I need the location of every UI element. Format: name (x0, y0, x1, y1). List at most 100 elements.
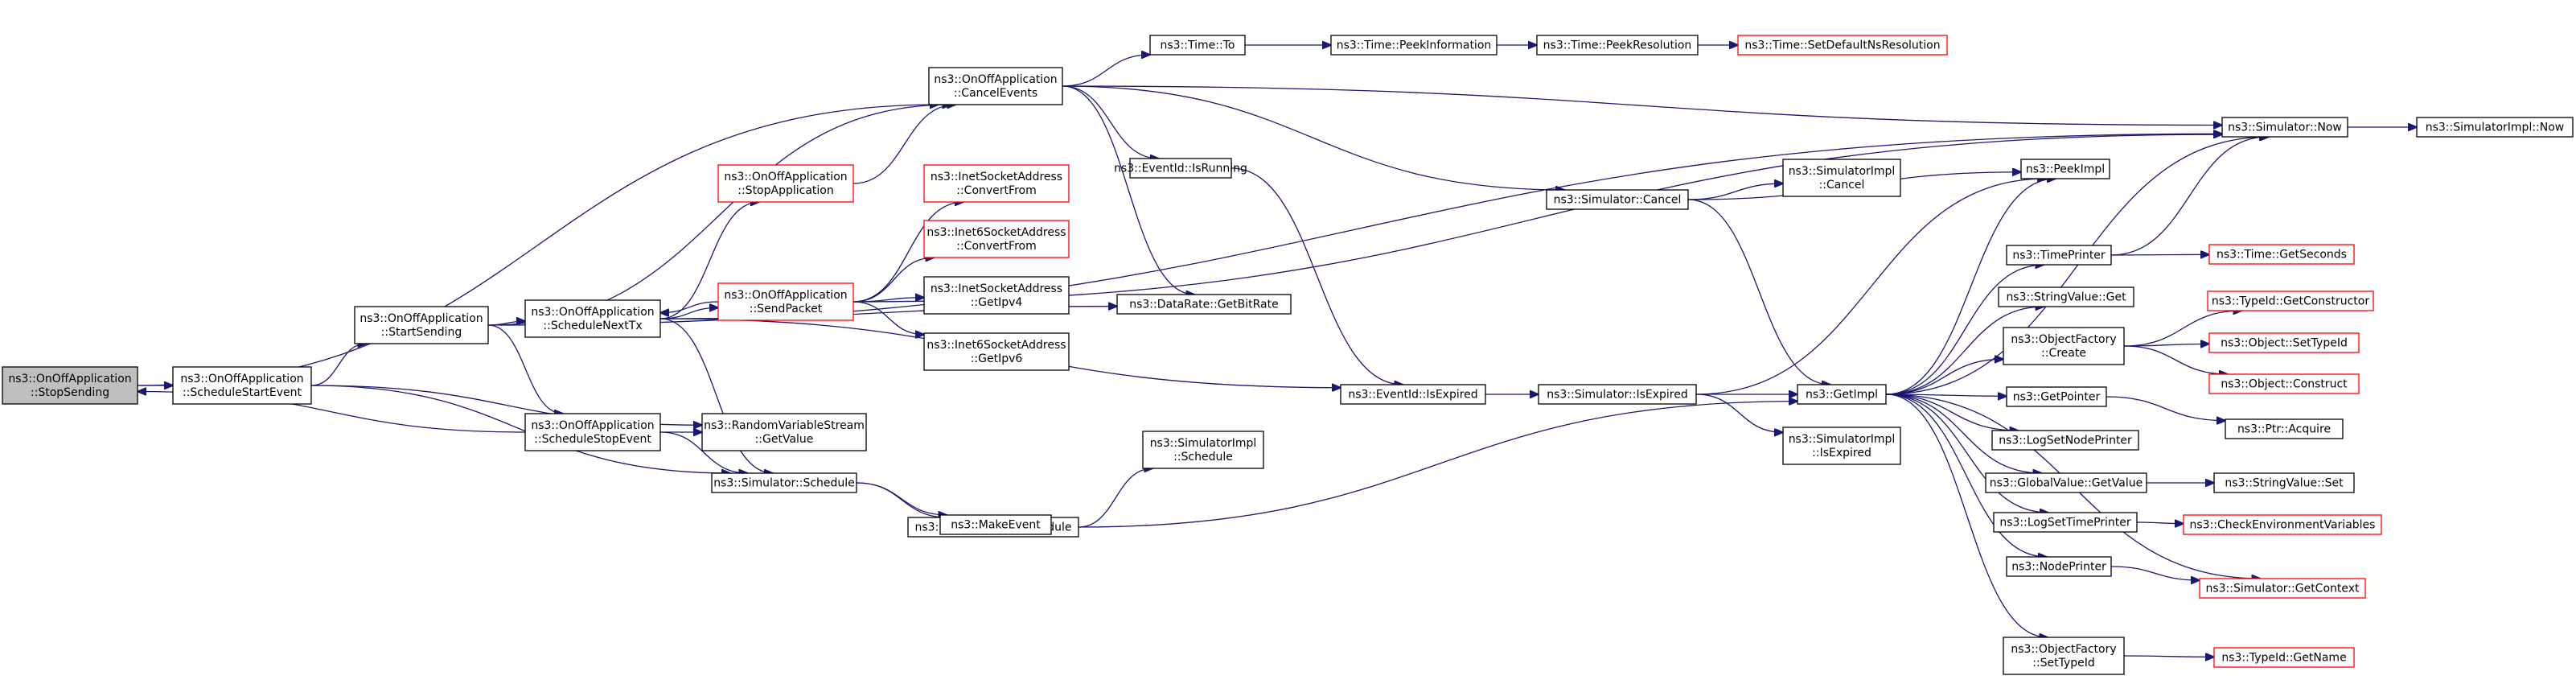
node-label-line: ns3::Time::PeekResolution (1543, 39, 1692, 52)
node-schedule_stop_event[interactable]: ns3::OnOffApplication::ScheduleStopEvent (524, 413, 661, 451)
node-label-line: ns3::Simulator::Schedule (713, 477, 855, 490)
node-label-line: ns3::GlobalValue::GetValue (1990, 477, 2143, 490)
node-label-line: ns3::Simulator::IsExpired (1547, 389, 1688, 402)
node-sim_cancel[interactable]: ns3::Simulator::Cancel (1546, 189, 1689, 210)
node-box (1782, 159, 1901, 197)
node-check_environment_variables[interactable]: ns3::CheckEnvironmentVariables (2183, 514, 2382, 535)
node-label-line: ::GetValue (755, 433, 814, 446)
node-object_construct[interactable]: ns3::Object::Construct (2208, 373, 2360, 394)
node-label-line: ::ScheduleNextTx (543, 319, 642, 332)
node-typeid_get_constructor[interactable]: ns3::TypeId::GetConstructor (2207, 291, 2374, 311)
node-log_set_time_printer[interactable]: ns3::LogSetTimePrinter (1993, 512, 2138, 533)
node-label-line: ns3::OnOffApplication (359, 312, 483, 325)
node-rvs_get_value[interactable]: ns3::RandomVariableStream::GetValue (701, 413, 867, 451)
node-event_is_expired[interactable]: ns3::EventId::IsExpired (1340, 384, 1486, 405)
node-label-line: ::StopApplication (737, 184, 834, 197)
node-string_value_set[interactable]: ns3::StringValue::Set (2213, 472, 2355, 493)
node-label-line: ns3::Time::SetDefaultNsResolution (1744, 39, 1940, 52)
node-box (1129, 158, 1232, 179)
node-label-line: ns3::ObjectFactory (2011, 333, 2116, 346)
node-get_pointer[interactable]: ns3::GetPointer (2006, 386, 2107, 407)
edge-cancel_events-to-sim_cancel (1062, 85, 1564, 190)
node-box (2208, 332, 2360, 353)
node-make_event[interactable]: ns3::MakeEvent (939, 514, 1052, 535)
node-get_impl[interactable]: ns3::GetImpl (1797, 384, 1887, 405)
node-datarate_get_bitrate[interactable]: ns3::DataRate::GetBitRate (1116, 294, 1292, 315)
node-time_peek_resolution[interactable]: ns3::Time::PeekResolution (1536, 35, 1699, 56)
node-label-line: ::GetIpv6 (971, 352, 1023, 365)
edge-sim_do_schedule-to-simimpl_schedule (1078, 468, 1152, 528)
node-inet_get_ipv4[interactable]: ns3::InetSocketAddress::GetIpv4 (923, 276, 1070, 315)
node-box (2208, 244, 2355, 265)
node-label-line: ns3::Time::GetSeconds (2217, 249, 2347, 262)
node-stop_sending[interactable]: ns3::OnOffApplication::StopSending (2, 366, 138, 405)
node-object_factory_set_type_id[interactable]: ns3::ObjectFactory::SetTypeId (2003, 637, 2125, 675)
node-time_peek_information[interactable]: ns3::Time::PeekInformation (1330, 35, 1498, 56)
edge-cancel_events-to-event_is_running (1062, 85, 1159, 159)
edge-send_packet-to-sim_now (853, 134, 2222, 303)
node-box (923, 220, 1070, 258)
edge-get_impl-to-get_pointer (1885, 394, 2007, 396)
node-label-line: ::ScheduleStartEvent (183, 386, 302, 399)
node-typeid_get_name[interactable]: ns3::TypeId::GetName (2213, 647, 2355, 668)
node-sim_now[interactable]: ns3::Simulator::Now (2221, 117, 2348, 138)
node-sim_is_expired[interactable]: ns3::Simulator::IsExpired (1538, 384, 1697, 405)
node-label-line: ns3::MakeEvent (951, 519, 1041, 532)
node-label-line: ns3::GetImpl (1806, 389, 1878, 402)
node-global_value_get_value[interactable]: ns3::GlobalValue::GetValue (1985, 472, 2147, 493)
edge-object_factory_create-to-typeid_get_constructor (2123, 311, 2242, 347)
node-label-line: ns3::LogSetTimePrinter (1999, 517, 2131, 530)
edge-get_impl-to-object_factory_create (1885, 359, 2003, 395)
node-label-line: ::Create (2041, 347, 2086, 360)
edge-sim_schedule-to-sim_do_schedule (856, 482, 947, 517)
node-ptr_acquire[interactable]: ns3::Ptr::Acquire (2225, 418, 2344, 439)
node-send_packet[interactable]: ns3::OnOffApplication::SendPacket (717, 282, 854, 321)
node-inet6_convert_from[interactable]: ns3::Inet6SocketAddress::ConvertFrom (923, 220, 1070, 258)
node-label-line: ns3::NodePrinter (2011, 561, 2106, 574)
node-label-line: ns3::Object::SetTypeId (2221, 337, 2348, 350)
node-stop_application[interactable]: ns3::OnOffApplication::StopApplication (717, 164, 854, 203)
node-box (1536, 35, 1699, 56)
node-box (1993, 512, 2138, 533)
node-peek_impl[interactable]: ns3::PeekImpl (2020, 159, 2110, 179)
node-simimpl_is_expired[interactable]: ns3::SimulatorImpl::IsExpired (1782, 427, 1901, 465)
node-time_get_seconds[interactable]: ns3::Time::GetSeconds (2208, 244, 2355, 265)
node-event_is_running[interactable]: ns3::EventId::IsRunning (1114, 158, 1247, 179)
node-simimpl_schedule[interactable]: ns3::SimulatorImpl::Schedule (1142, 431, 1264, 469)
edge-get_impl-to-peek_impl (1885, 179, 2056, 395)
edge-send_packet-to-schedule_next_tx (660, 301, 719, 313)
node-node_printer[interactable]: ns3::NodePrinter (2006, 556, 2112, 577)
node-simimpl_now[interactable]: ns3::SimulatorImpl::Now (2416, 117, 2574, 138)
node-label-line: ns3::SimulatorImpl (1789, 433, 1896, 446)
edge-schedule_start_event-to-start_sending (310, 344, 367, 386)
node-simimpl_cancel[interactable]: ns3::SimulatorImpl::Cancel (1782, 159, 1901, 197)
edge-time_printer-to-time_get_seconds (2110, 254, 2209, 255)
node-time_set_default_ns_resolution[interactable]: ns3::Time::SetDefaultNsResolution (1737, 35, 1948, 56)
edge-event_is_running-to-event_is_expired (1230, 167, 1403, 385)
node-label-line: ns3::StringValue::Set (2225, 477, 2344, 490)
node-object_factory_create[interactable]: ns3::ObjectFactory::Create (2003, 327, 2125, 365)
node-schedule_next_tx[interactable]: ns3::OnOffApplication::ScheduleNextTx (524, 299, 661, 338)
edge-object_factory_set_type_id-to-typeid_get_name (2123, 656, 2214, 657)
node-box (524, 299, 661, 338)
node-box (2199, 578, 2366, 599)
node-box (524, 413, 661, 451)
node-sim_get_context[interactable]: ns3::Simulator::GetContext (2199, 578, 2366, 599)
node-schedule_start_event[interactable]: ns3::OnOffApplication::ScheduleStartEven… (172, 366, 312, 405)
edge-schedule_start_event-to-sim_schedule (310, 385, 730, 473)
node-object_set_type_id[interactable]: ns3::Object::SetTypeId (2208, 332, 2360, 353)
node-label-line: ns3::OnOffApplication (724, 171, 847, 183)
node-time_printer[interactable]: ns3::TimePrinter (2006, 245, 2112, 266)
node-label-line: ::StopSending (31, 386, 109, 399)
node-inet6_get_ipv6[interactable]: ns3::Inet6SocketAddress::GetIpv6 (923, 332, 1070, 371)
node-string_value_get[interactable]: ns3::StringValue::Get (1998, 286, 2134, 307)
node-log_set_node_printer[interactable]: ns3::LogSetNodePrinter (1991, 430, 2139, 451)
node-label-line: ns3::OnOffApplication (180, 373, 303, 385)
node-start_sending[interactable]: ns3::OnOffApplication::StartSending (354, 306, 489, 344)
node-sim_schedule[interactable]: ns3::Simulator::Schedule (711, 472, 857, 493)
edge-get_impl-to-time_printer (1885, 265, 2044, 395)
node-cancel_events[interactable]: ns3::OnOffApplication::CancelEvents (928, 67, 1063, 105)
node-time_to[interactable]: ns3::Time::To (1149, 35, 1246, 56)
node-inet_convert_from[interactable]: ns3::InetSocketAddress::ConvertFrom (923, 164, 1070, 203)
